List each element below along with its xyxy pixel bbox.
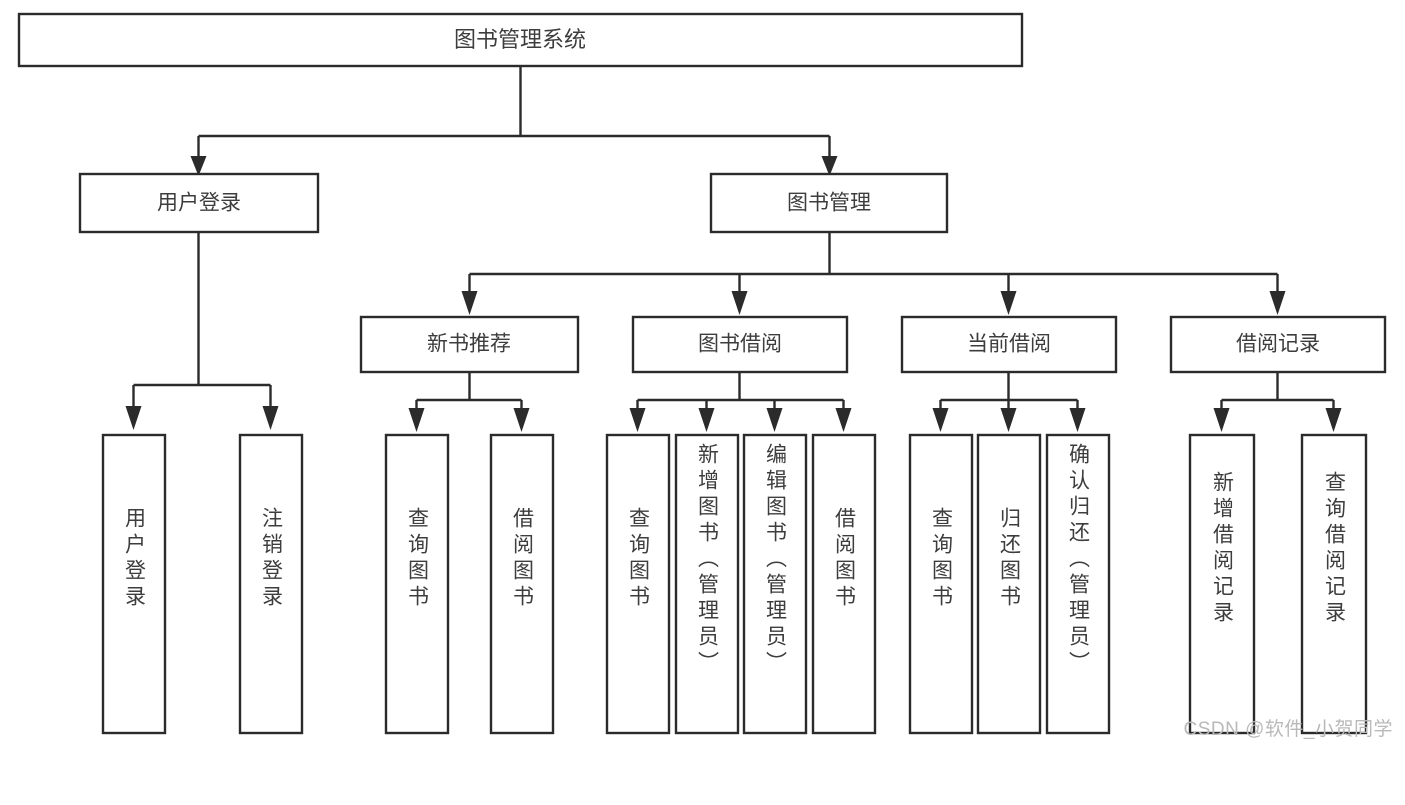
root-label: 图书管理系统 [454, 27, 586, 52]
arrowhead-newbook-leaf-2 [513, 408, 530, 432]
arrowhead-level3-4 [1269, 291, 1286, 315]
node-new-book-recommend[interactable]: 新书推荐 [359, 315, 580, 374]
book-borrow-label: 图书借阅 [698, 333, 782, 356]
leaf-box-add-borrow-record[interactable] [1188, 433, 1256, 735]
arrowhead-bookborrow-leaf-2 [698, 408, 715, 432]
arrowhead-currentborrow-leaf-1 [932, 408, 949, 432]
book-management-label: 图书管理 [787, 192, 871, 215]
leaf-box-add-book-admin[interactable] [674, 433, 740, 735]
leaf-box-query-borrow-record[interactable] [1300, 433, 1368, 735]
borrow-records-label: 借阅记录 [1236, 333, 1320, 356]
leaf-box-borrow-book-1[interactable] [489, 433, 555, 735]
new-book-recommend-label: 新书推荐 [427, 333, 511, 356]
node-book-management[interactable]: 图书管理 [709, 172, 949, 234]
user-login-label: 用户登录 [157, 192, 241, 215]
arrowhead-level3-3 [1000, 291, 1017, 315]
arrowhead-login-leaf-2 [262, 406, 279, 430]
borrow-records-box[interactable] [1169, 315, 1387, 374]
leaf-box-return-book[interactable] [976, 433, 1042, 735]
leaf-box-confirm-return-admin[interactable] [1045, 433, 1111, 735]
arrowhead-bookborrow-leaf-1 [629, 408, 646, 432]
leaf-box-user-login[interactable] [101, 433, 167, 735]
arrowhead-to-bookmgmt [821, 156, 838, 176]
arrowhead-level3-1 [461, 291, 478, 315]
leaf-box-edit-book-admin[interactable] [742, 433, 808, 735]
arrowhead-currentborrow-leaf-3 [1069, 408, 1086, 432]
leaf-box-borrow-book-2[interactable] [811, 433, 877, 735]
user-login-box[interactable] [78, 172, 320, 234]
arrowhead-level3-2 [731, 291, 748, 315]
arrowhead-newbook-leaf-1 [408, 408, 425, 432]
current-borrow-box[interactable] [900, 315, 1118, 374]
arrowhead-bookborrow-leaf-4 [835, 408, 852, 432]
book-borrow-box[interactable] [631, 315, 849, 374]
watermark: CSDN @软件_小贺同学 [1183, 719, 1393, 740]
current-borrow-label: 当前借阅 [967, 333, 1051, 356]
arrowhead-borrowrec-leaf-1 [1213, 408, 1230, 432]
arrowhead-to-login [190, 156, 207, 176]
node-user-login[interactable]: 用户登录 [78, 172, 320, 234]
arrowhead-bookborrow-leaf-3 [766, 408, 783, 432]
leaf-box-query-book-2[interactable] [605, 433, 671, 735]
node-root-system[interactable]: 图书管理系统 [17, 12, 1024, 68]
leaf-box-logout[interactable] [238, 433, 304, 735]
root-box[interactable] [17, 12, 1024, 68]
diagram-svg: 图书管理系统 用户登录 图书管理 [17, 12, 1387, 735]
node-book-borrow[interactable]: 图书借阅 [631, 315, 849, 374]
node-current-borrow[interactable]: 当前借阅 [900, 315, 1118, 374]
leaf-box-query-book-3[interactable] [908, 433, 974, 735]
arrowhead-currentborrow-leaf-2 [1000, 408, 1017, 432]
flowchart-canvas: 图书管理系统 用户登录 图书管理 [17, 12, 1393, 740]
new-book-recommend-box[interactable] [359, 315, 580, 374]
arrowhead-login-leaf-1 [125, 406, 142, 430]
arrowhead-borrowrec-leaf-2 [1325, 408, 1342, 432]
leaf-box-query-book-1[interactable] [384, 433, 450, 735]
node-borrow-records[interactable]: 借阅记录 [1169, 315, 1387, 374]
